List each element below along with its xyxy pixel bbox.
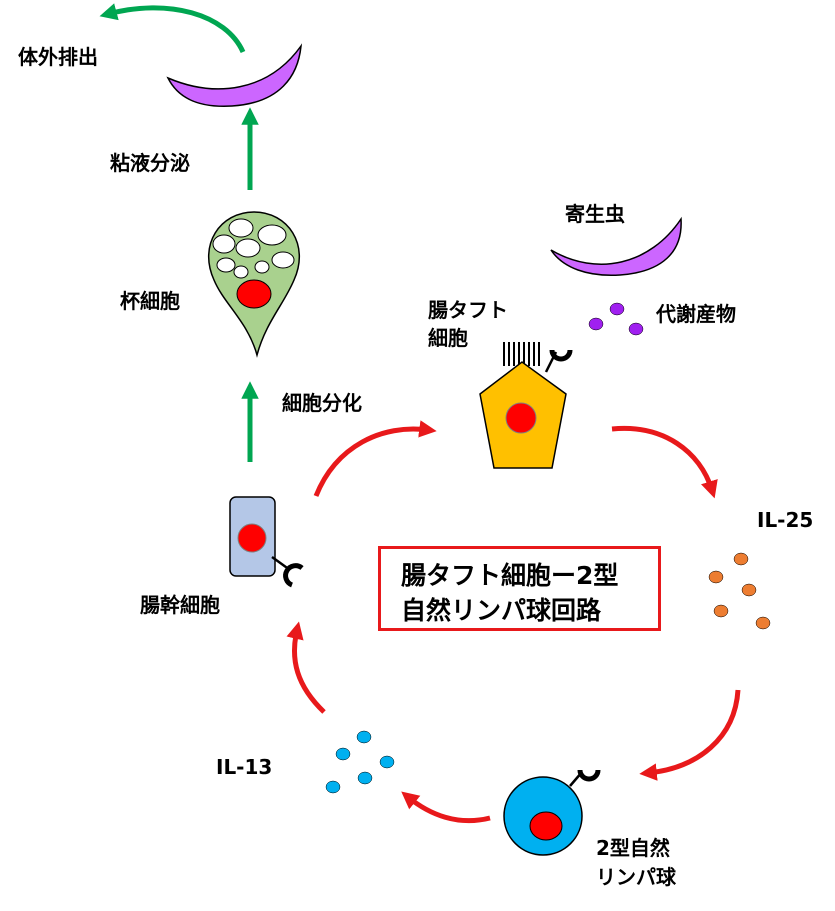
metabolite-dots [588,302,644,336]
circuit-title-box: 腸タフト細胞ー2型 自然リンパ球回路 [378,546,661,631]
label-stem-cell: 腸幹細胞 [140,593,220,617]
ilc2-cell [503,769,601,856]
label-mucus-secretion: 粘液分泌 [110,151,190,175]
parasite-shape [550,216,682,277]
label-parasite: 寄生虫 [565,202,625,226]
label-ilc2-1: 2型自然 [596,836,670,860]
label-metabolites: 代謝産物 [656,302,736,326]
label-tuft-cell-2: 細胞 [428,326,468,350]
il13-dots [325,730,395,794]
label-ilc2-2: リンパ球 [596,865,676,889]
circuit-title-line1: 腸タフト細胞ー2型 [401,561,619,590]
red-arrow-stem-to-tuft [313,420,437,497]
label-tuft-cell-1: 腸タフト [428,298,508,322]
red-arrow-ilc2-to-il13 [401,791,491,824]
il25-dots [708,552,771,630]
tuft-cell [479,342,573,469]
red-arrow-il25-to-ilc2 [639,689,741,781]
mucus-shape [166,43,303,107]
stem-cell [229,496,304,588]
label-differentiation: 細胞分化 [282,391,362,415]
circuit-title-line2: 自然リンパ球回路 [401,596,602,625]
label-excretion: 体外排出 [18,45,98,69]
tuft-microvilli [503,342,540,366]
label-il13: IL-13 [216,755,273,779]
red-arrow-il13-to-stem [286,621,326,714]
excretion-arrow [99,3,246,54]
label-il25: IL-25 [757,508,814,532]
red-arrow-tuft-to-il25 [611,425,718,499]
label-goblet-cell: 杯細胞 [120,289,180,313]
goblet-cell [208,211,300,358]
